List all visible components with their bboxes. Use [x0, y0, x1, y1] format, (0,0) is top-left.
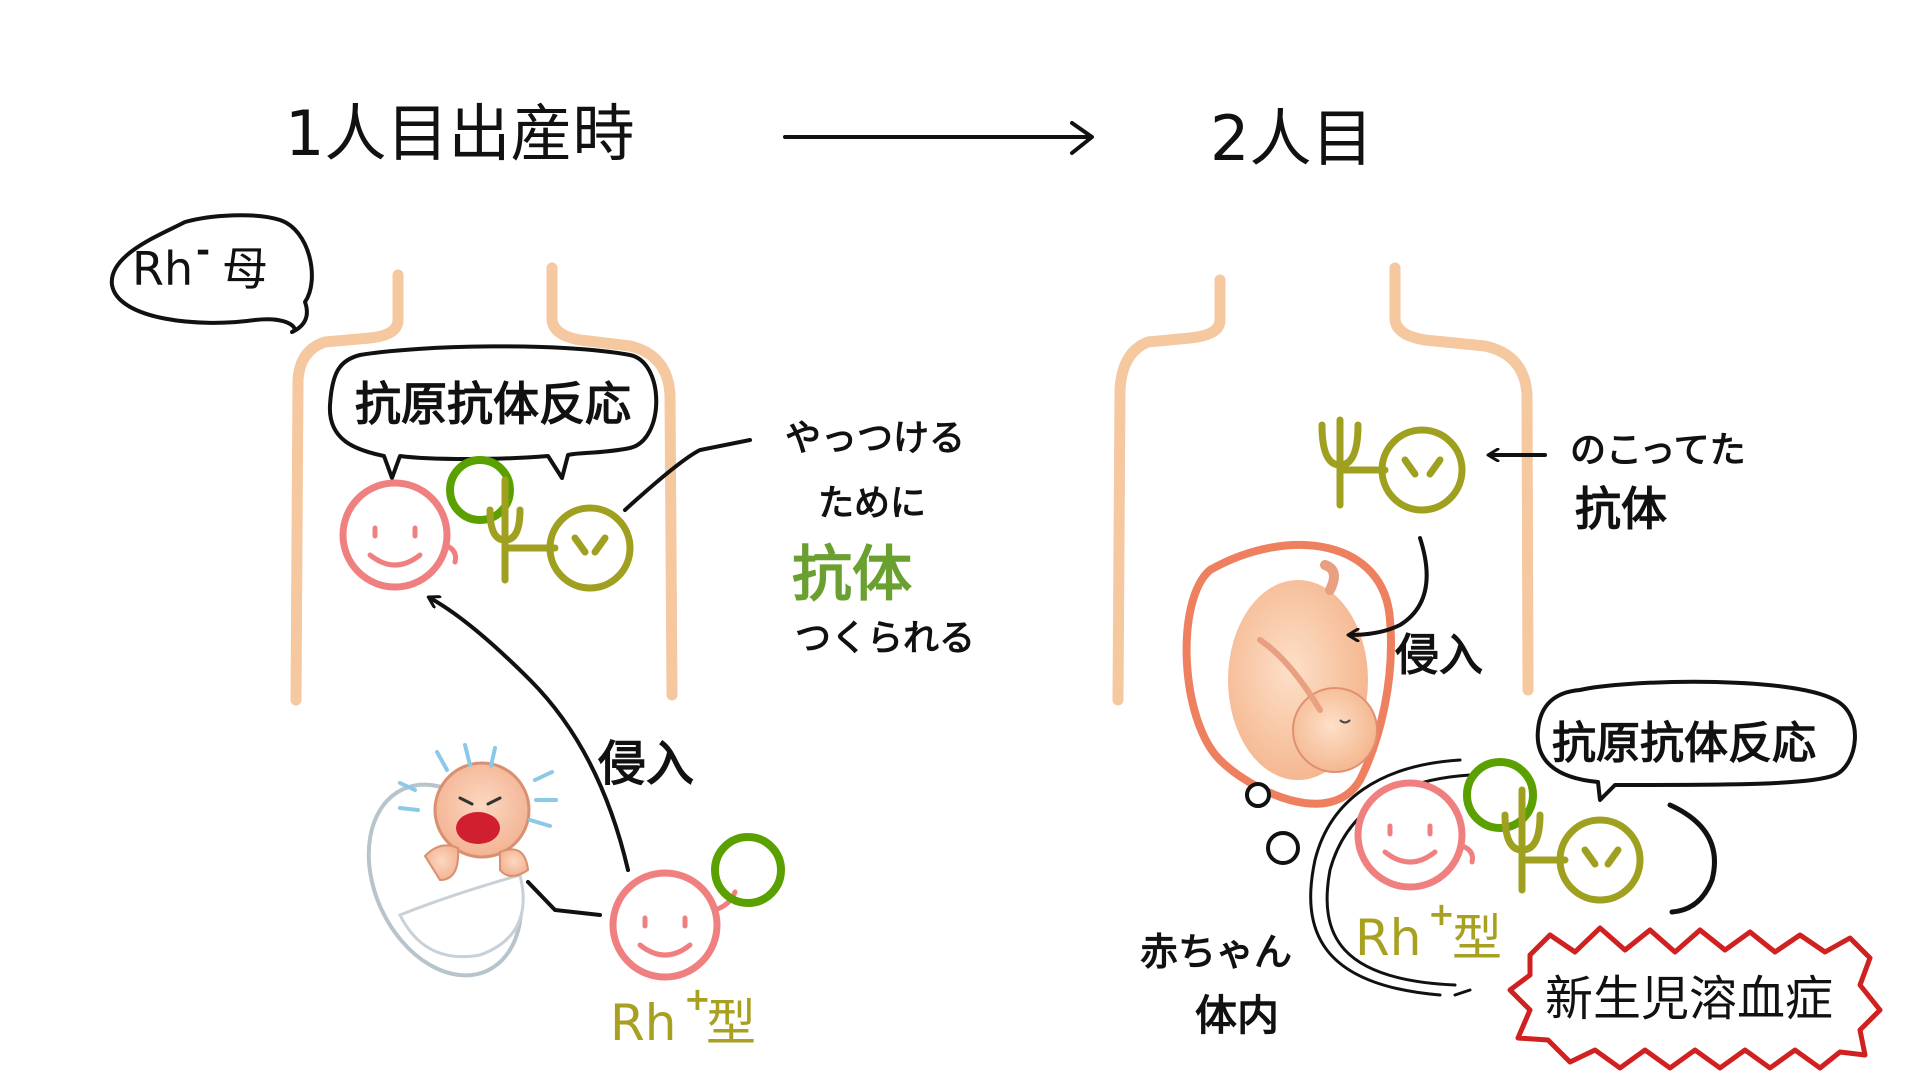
reaction-bubble-left: 抗原抗体反応	[327, 344, 659, 480]
invasion-arrow-left	[430, 598, 630, 872]
mother-label: 母	[222, 242, 268, 296]
annotation-line2: ために	[818, 483, 926, 524]
annotation-line1: やっつける	[785, 418, 965, 459]
baby-type-sign-left: +	[684, 980, 711, 1018]
remaining-antibody-label: のこってた 抗体	[1570, 430, 1746, 536]
antibody-remaining	[1318, 416, 1466, 514]
mother-body-right	[1112, 262, 1534, 706]
antibody-attacking	[1501, 786, 1644, 904]
reaction-bubble-right: 抗原抗体反応	[1535, 679, 1857, 802]
baby-body-line2: 体内	[1195, 991, 1279, 1040]
mother-speech-bubble: Rh - 母	[109, 213, 314, 334]
title-first-birth: 1人目出産時	[285, 97, 634, 170]
green-antigen-baby-left	[711, 833, 785, 907]
antigen-stub	[442, 542, 458, 565]
remaining-line2: 抗体	[1575, 482, 1667, 536]
title-arrow	[783, 121, 1094, 155]
green-antigen-right	[1463, 758, 1537, 832]
antibody-left	[486, 476, 634, 592]
antigen-cell-left	[339, 479, 458, 591]
antigen-cell-baby-right	[1354, 779, 1475, 891]
annotation-antibody: 抗体	[792, 540, 912, 610]
remaining-line1: のこってた	[1570, 430, 1746, 471]
bracket-right	[1667, 802, 1717, 915]
reaction-label-right: 抗原抗体反応	[1552, 718, 1816, 769]
crying-baby	[366, 743, 558, 978]
thought-dot-1	[1245, 782, 1271, 808]
baby-type-sign-right: +	[1428, 895, 1455, 933]
annotation-connector-left	[623, 438, 752, 512]
baby-type-suffix-left: 型	[706, 994, 756, 1052]
annotation-line4: つくられる	[795, 618, 975, 659]
title-second-child: 2人目	[1210, 102, 1373, 175]
antibody-annotation: やっつける ために 抗体 つくられる	[785, 418, 975, 659]
invasion-label-right: 侵入	[1394, 630, 1483, 681]
baby-type-left: Rh + 型	[610, 980, 756, 1052]
reaction-label-left: 抗原抗体反応	[355, 377, 631, 431]
invasion-label-left: 侵入	[597, 736, 694, 792]
womb-with-fetus	[1182, 540, 1395, 808]
baby-type-right: Rh + 型	[1355, 895, 1502, 967]
thought-dot-2	[1266, 831, 1300, 865]
baby-type-rh-right: Rh	[1355, 909, 1421, 967]
baby-type-rh-left: Rh	[610, 994, 676, 1052]
baby-connector	[526, 880, 602, 917]
invasion-arrow-right	[1350, 536, 1429, 635]
mother-body-left	[290, 262, 678, 706]
disease-label: 新生児溶血症	[1545, 971, 1833, 1027]
antigen-cell-baby-left	[609, 869, 738, 981]
baby-body-label: 赤ちゃん 体内	[1140, 930, 1292, 1040]
mother-rh-sign: -	[196, 231, 210, 271]
green-antigen-left	[446, 456, 514, 524]
disease-burst: 新生児溶血症	[1507, 925, 1883, 1071]
baby-type-suffix-right: 型	[1452, 909, 1502, 967]
mother-rh-label: Rh	[132, 242, 193, 296]
baby-body-line1: 赤ちゃん	[1140, 930, 1292, 974]
